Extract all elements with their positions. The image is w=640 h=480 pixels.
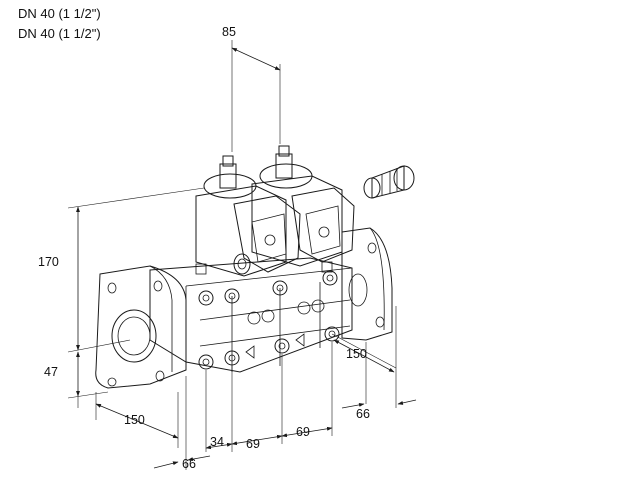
left-flange bbox=[95, 265, 187, 389]
dimension-lines bbox=[67, 40, 417, 470]
dim-flange-left: 66 bbox=[182, 457, 196, 471]
title-line-2: DN 40 (1 1/2") bbox=[18, 26, 101, 41]
right-flange bbox=[341, 227, 393, 341]
dim-height: 170 bbox=[38, 255, 59, 269]
dim-top-spacing: 85 bbox=[222, 25, 236, 39]
body-screws bbox=[195, 261, 340, 370]
valve-body bbox=[149, 257, 353, 373]
dim-length-left: 150 bbox=[124, 413, 145, 427]
dim-pitch-2: 69 bbox=[296, 425, 310, 439]
left-solenoid-actuator bbox=[195, 155, 301, 277]
cable-gland bbox=[363, 165, 415, 199]
valve-assembly bbox=[95, 145, 415, 389]
dim-length-right: 150 bbox=[346, 347, 367, 361]
dim-flange-height: 47 bbox=[44, 365, 58, 379]
right-solenoid-actuator bbox=[251, 145, 355, 267]
dim-pitch-1: 69 bbox=[246, 437, 260, 451]
dim-flange-right: 66 bbox=[356, 407, 370, 421]
dimension-labels: 85 170 47 150 66 34 69 69 150 66 bbox=[38, 25, 370, 471]
dim-offset: 34 bbox=[210, 435, 224, 449]
title-line-1: DN 40 (1 1/2") bbox=[18, 6, 101, 21]
